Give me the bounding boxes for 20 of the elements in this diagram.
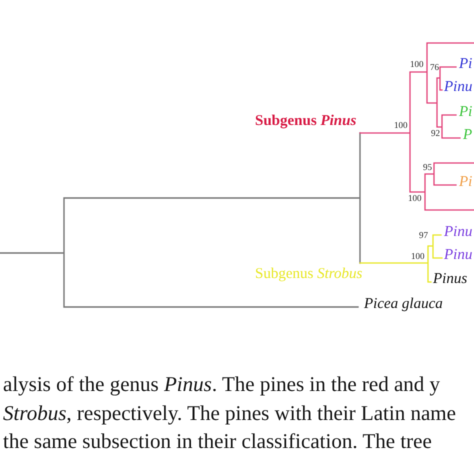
- taxon-label: Pinu: [444, 225, 472, 240]
- bootstrap-value: 100: [411, 252, 424, 261]
- bootstrap-value: 76: [430, 62, 439, 72]
- taxon-label: Pi: [459, 175, 472, 190]
- taxon-label: Pinu: [444, 80, 472, 96]
- bootstrap-value: 100: [394, 120, 408, 130]
- clade-label: Subgenus Strobus: [255, 266, 362, 282]
- taxon-label: Pi: [459, 57, 472, 72]
- taxon-label: P: [463, 128, 472, 144]
- bootstrap-value: 100: [408, 194, 422, 203]
- bootstrap-value: 95: [423, 162, 432, 172]
- figure-caption: alysis of the genus Pinus. The pines in the red and y Strobus, respectively. The pines with their Latin name the same subsection in their classification. The tree: [3, 371, 457, 455]
- taxon-label: Pinu: [444, 248, 472, 264]
- bootstrap-value: 100: [410, 60, 424, 69]
- clade-label: Subgenus Pinus: [255, 114, 356, 129]
- bootstrap-value: 92: [431, 128, 440, 138]
- taxon-label: Pi: [459, 105, 472, 120]
- taxon-label: Picea glauca: [364, 297, 443, 312]
- bootstrap-value: 97: [419, 230, 428, 240]
- taxon-label: Pinus: [433, 272, 468, 288]
